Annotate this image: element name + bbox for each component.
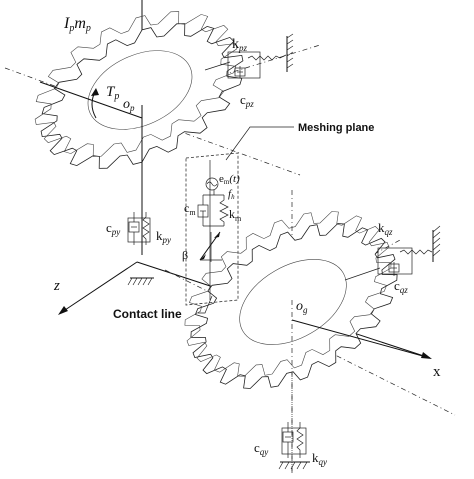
contact-line-leader <box>198 295 213 314</box>
error-source-wave <box>206 181 218 187</box>
z-axis <box>61 261 138 313</box>
z-axis-label: z <box>53 278 60 294</box>
helix-angle-marker <box>199 231 222 262</box>
pinion-y-support <box>127 212 154 286</box>
z-axis-arrow <box>58 306 68 315</box>
pinion-y-support-frame <box>127 217 151 243</box>
pinion-z-damper <box>234 67 246 77</box>
gear-y-support-frame <box>281 427 307 455</box>
gear-tooth-profile-back <box>184 211 392 377</box>
meshing-plane-label: Meshing plane <box>298 122 374 134</box>
mesh-error-label: em(t) <box>219 173 240 186</box>
pinion-centre-label: op <box>123 97 135 113</box>
gear-z-stiffness-label: kqz <box>378 220 393 237</box>
gear-centre-label: og <box>296 299 308 315</box>
gear-hub-ring <box>239 259 347 345</box>
pinion-hub-ring <box>87 50 193 130</box>
meshing-plane-outline <box>185 152 239 306</box>
pinion-z-damping-label: cpz <box>240 92 254 109</box>
backlash-label: fh <box>228 188 235 201</box>
mesh-damper <box>197 194 224 227</box>
meshing-plane <box>185 152 239 306</box>
torque-arrowhead <box>91 88 99 96</box>
gear-z-support-frame <box>377 247 413 275</box>
pinion-tooth-profile-back <box>34 11 238 157</box>
gear-z-damping-label: cqz <box>394 278 408 295</box>
torque-label: Tp <box>106 84 119 102</box>
inertia-label: Ipmp <box>63 15 91 34</box>
gear-y-spring <box>296 422 304 458</box>
pinion-z-spring <box>247 54 287 61</box>
pinion-axis-x-front <box>39 81 143 119</box>
x-axis-label: x <box>433 364 441 380</box>
pinion-y-damping-label: cpy <box>106 220 120 237</box>
gear-y-damping-label: cqy <box>254 440 268 457</box>
gear-y-stiffness-label: kqy <box>312 450 327 467</box>
mesh-spring <box>219 195 229 226</box>
gear-z-support <box>344 225 441 281</box>
mesh-damping-label: cm <box>184 201 196 217</box>
pinion-tooth-profile <box>40 23 244 169</box>
x-axis-front <box>291 319 431 359</box>
gear-z-spring <box>399 249 433 255</box>
meshing-plane-leader <box>225 126 294 161</box>
pinion-gear <box>34 11 244 169</box>
gear-y-support <box>278 422 310 470</box>
gear-tooth-profile <box>190 223 398 389</box>
pinion-z-support-frame <box>227 51 261 79</box>
pinion-y-spring <box>142 212 150 245</box>
x-axis-arrow <box>421 352 432 359</box>
mesh-stiffness-label: km <box>229 207 242 223</box>
gear-z-damper <box>388 263 400 273</box>
helix-angle-label: β <box>182 248 188 262</box>
contact-line-label: Contact line <box>113 307 182 321</box>
pinion-y-stiffness-label: kpy <box>156 228 171 245</box>
pinion-z-support <box>204 33 294 79</box>
driven-gear <box>184 211 398 389</box>
error-source-circle <box>205 177 219 191</box>
pinion-z-stiffness-label: kpz <box>232 37 248 53</box>
